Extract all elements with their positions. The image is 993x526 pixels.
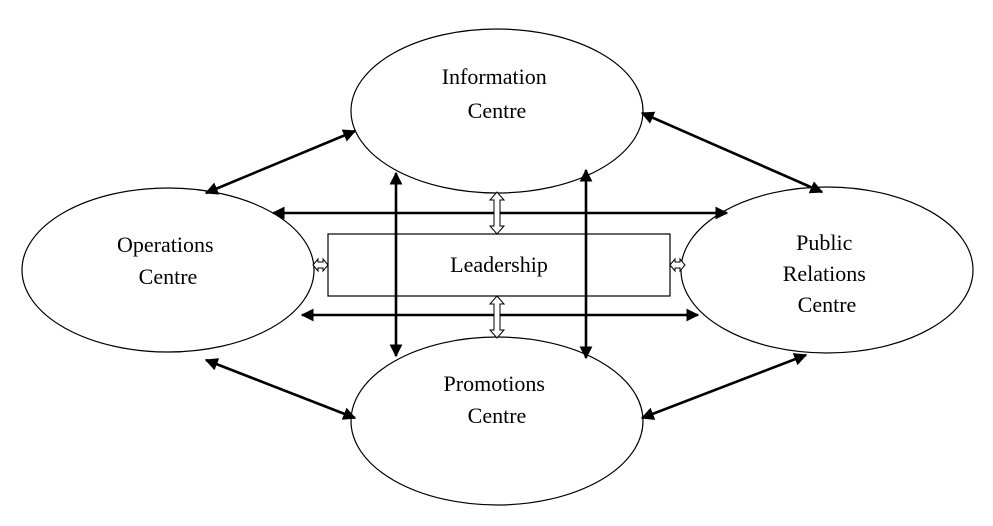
hollow-arrow-leadership-public-relations	[669, 257, 686, 273]
operations-centre-label: Operations Centre	[117, 232, 219, 289]
information-centre-node: Information Centre	[350, 28, 644, 194]
promotions-centre-label: Promotions Centre	[444, 371, 551, 428]
hollow-arrow-leadership-promotions	[488, 295, 506, 339]
hollow-arrow-leadership-information	[488, 191, 506, 235]
hollow-arrow-leadership-operations	[312, 257, 329, 273]
promotions-centre-label-line-2: Centre	[468, 403, 527, 428]
public-relations-centre-label-line-2: Relations	[783, 261, 866, 286]
operations-centre-node: Operations Centre	[21, 187, 315, 353]
promotions-centre-node: Promotions Centre	[350, 336, 644, 506]
operations-centre-ellipse	[21, 187, 315, 353]
arrow-promotions-public-relations	[640, 353, 808, 420]
information-centre-label: Information Centre	[442, 64, 553, 123]
arrow-operations-promotions	[204, 358, 357, 420]
public-relations-centre-node: Public Relations Centre	[680, 186, 974, 354]
public-relations-centre-label: Public Relations Centre	[783, 230, 872, 317]
promotions-centre-label-line-1: Promotions	[444, 371, 545, 396]
operations-centre-label-line-1: Operations	[117, 232, 214, 257]
leadership-label-line-1: Leadership	[450, 252, 548, 277]
public-relations-centre-label-line-3: Centre	[798, 292, 857, 317]
public-relations-centre-label-line-1: Public	[796, 230, 852, 255]
leadership-label: Leadership	[450, 252, 548, 277]
operations-centre-label-line-2: Centre	[139, 264, 198, 289]
arrow-information-public-relations	[640, 111, 824, 194]
arrow-operations-information	[204, 129, 357, 195]
leadership-box	[327, 233, 671, 297]
information-centre-label-line-2: Centre	[468, 98, 527, 123]
information-centre-label-line-1: Information	[442, 64, 547, 89]
leadership-node: Leadership	[327, 233, 671, 297]
